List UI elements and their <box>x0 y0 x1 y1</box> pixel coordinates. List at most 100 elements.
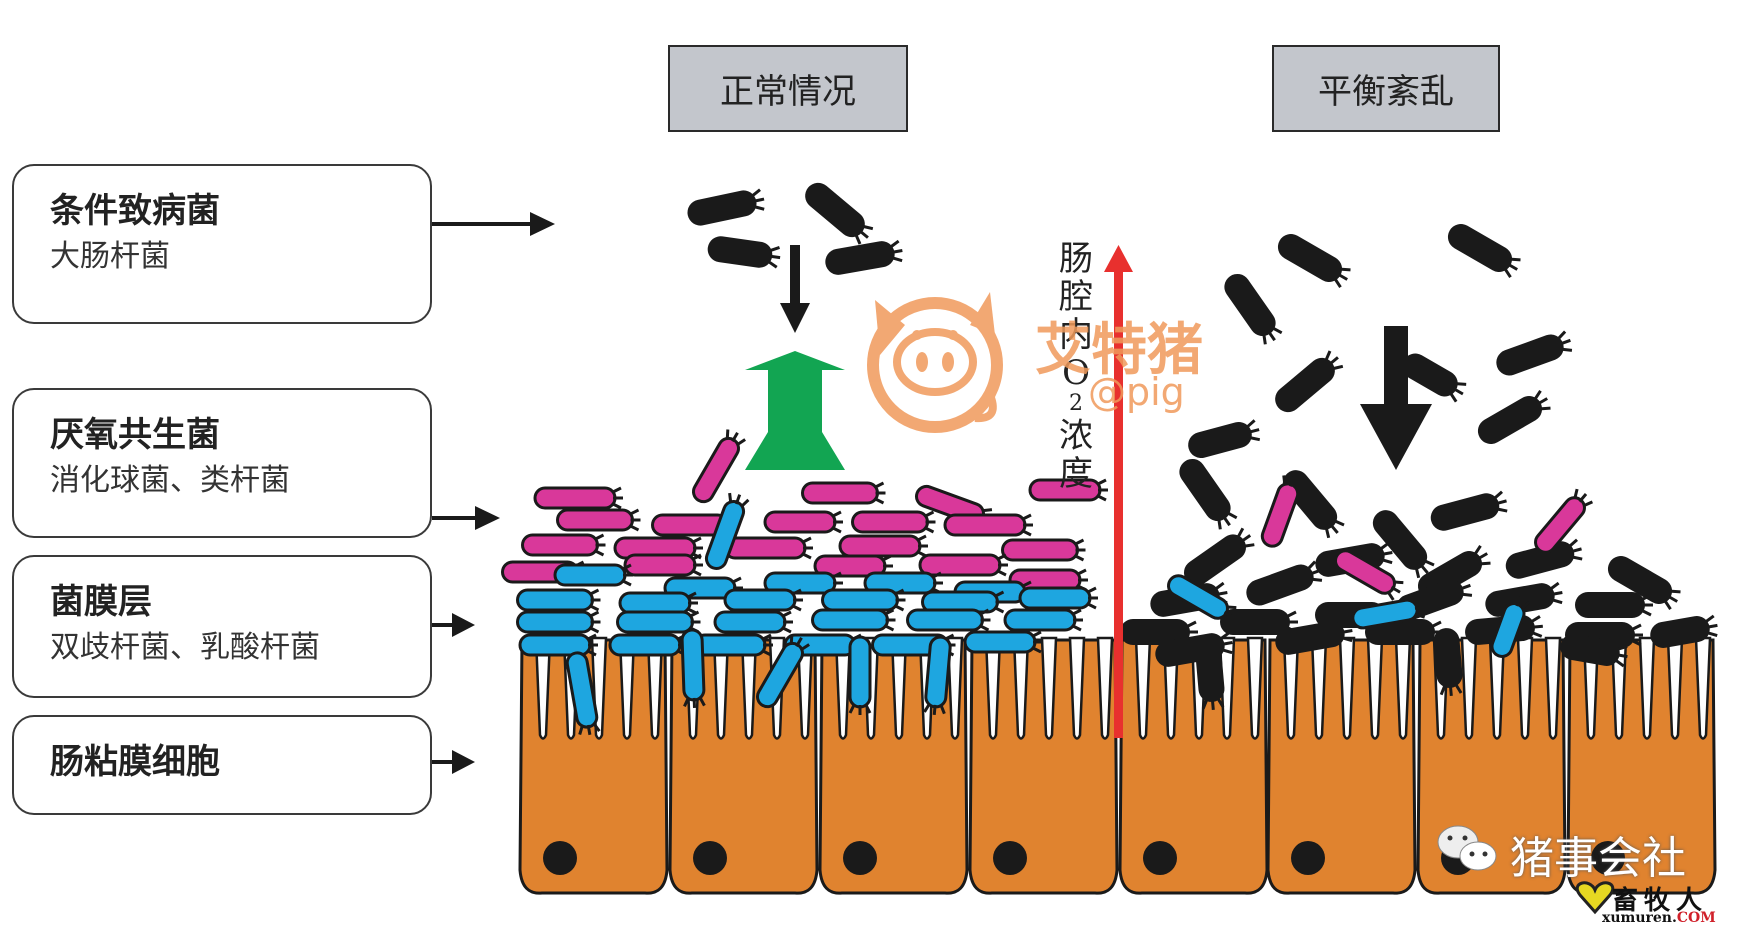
biofilm-rod <box>906 608 991 632</box>
pathogen-rod-flagella <box>1380 541 1393 565</box>
cell-nucleus <box>843 841 877 875</box>
label-arrows <box>432 212 555 774</box>
biofilm-rod-flagella <box>894 588 906 612</box>
anaerobe-rod <box>813 554 893 578</box>
microvillus-gap <box>1012 636 1030 740</box>
pathogen-rod-body <box>1402 353 1458 397</box>
microvillus-gap <box>1218 636 1236 740</box>
anaerobe-rod-flagella <box>612 486 623 510</box>
epithelial-cell <box>1266 636 1417 895</box>
pathogen-rod <box>1179 458 1238 530</box>
microvillus-gap <box>1544 636 1562 740</box>
microvillus-gap <box>1096 636 1114 740</box>
biofilm-rod-flagella <box>923 703 946 715</box>
biofilm-rod-flagella <box>728 492 750 508</box>
site-en-prefix: xumuren. <box>1602 910 1677 926</box>
pathogen-rod <box>1188 419 1261 459</box>
pathogen-rod-body <box>1183 534 1247 586</box>
arrowhead-icon <box>530 212 555 236</box>
biofilm-rod <box>516 610 601 634</box>
anaerobe-rod-body <box>692 436 740 504</box>
anaerobe-rod-flagella <box>874 481 886 505</box>
site-name-en: xumuren.COM <box>1602 910 1716 926</box>
o2-char: 肠 <box>1059 239 1093 279</box>
biofilm-rod-body <box>618 591 692 615</box>
biofilm-rod-flagella <box>848 704 872 715</box>
biofilm-rod-flagella <box>587 633 598 657</box>
biofilm-rod <box>553 563 633 587</box>
pathogen-rod-flagella <box>1531 615 1543 638</box>
microvillus-gap <box>1610 636 1628 740</box>
pathogen-rod <box>1275 350 1344 413</box>
pathogen-rod-flagella <box>1246 419 1261 442</box>
biofilm-rod-body <box>713 610 787 634</box>
arrow-down-icon <box>780 303 810 333</box>
microvillus-gap <box>618 636 636 740</box>
label-subtitle: 双歧杆菌、乳酸杆菌 <box>50 630 320 666</box>
pathogen-rod-flagella <box>855 225 874 245</box>
anaerobe-rod-flagella <box>997 553 1008 577</box>
anaerobe-rod-body <box>763 510 837 534</box>
anaerobe-rod-flagella <box>1097 478 1108 502</box>
pathogen-rod-body <box>1650 616 1710 648</box>
pathogen-rod <box>1575 592 1653 618</box>
microvillus-gap <box>1666 636 1684 740</box>
pathogen-rod-body <box>1607 556 1673 604</box>
header-normal-label: 正常情况 <box>720 72 856 112</box>
biofilm-rod <box>763 571 843 595</box>
biofilm-rod-flagella <box>589 588 601 612</box>
pathogen-group-normal <box>687 182 903 275</box>
biofilm-rod-body <box>924 635 952 709</box>
arrowhead-icon <box>475 506 500 530</box>
microvillus-gap <box>1246 636 1264 740</box>
biofilm-rod <box>680 628 706 709</box>
pathogen-rod-body <box>1430 493 1500 531</box>
pathogen-rod-body <box>1179 458 1231 522</box>
anaerobe-rod <box>918 553 1008 577</box>
anaerobe-rod <box>1534 488 1594 554</box>
microvillus-gap <box>1694 636 1712 740</box>
anaerobe-rod-body <box>521 533 599 557</box>
pathogen-rod-body <box>1496 334 1564 376</box>
pathogen-rod-flagella <box>1325 520 1345 539</box>
anaerobe-rod-flagella <box>1387 580 1404 601</box>
biofilm-rod <box>704 492 750 570</box>
biofilm-rod <box>1018 586 1098 610</box>
anaerobe-rod <box>556 508 641 532</box>
site-en-suffix: COM <box>1676 910 1716 926</box>
anaerobe-rod-flagella <box>802 536 813 560</box>
biofilm-rod-body <box>811 608 889 632</box>
pathogen-rod <box>1246 560 1323 606</box>
biofilm-rod-flagella <box>1072 608 1083 632</box>
header-disturbed-label: 平衡紊乱 <box>1318 72 1454 112</box>
pathogen-rod-body <box>1195 642 1225 702</box>
pathogen-rod <box>1496 330 1573 376</box>
o2-axis-label: 肠 腔 内 O 2 浓 度 <box>1058 240 1094 493</box>
label-box-mucosa: 肠粘膜细胞 <box>12 715 432 815</box>
anaerobe-rod <box>533 486 623 510</box>
anaerobe-rod-body <box>851 510 929 534</box>
anaerobe-rod <box>521 533 606 557</box>
microvillus-gap <box>1282 636 1300 740</box>
biofilm-rod-flagella <box>683 697 706 709</box>
biofilm-rod-flagella <box>1508 594 1530 610</box>
anaerobe-rod <box>801 481 886 505</box>
pathogen-rod-body <box>1246 564 1314 606</box>
microvillus-gap <box>534 636 552 740</box>
anaerobe-rod-body <box>623 553 697 577</box>
pathogen-rod-body <box>1120 619 1190 645</box>
epithelial-cell <box>518 636 669 895</box>
pathogen-rod <box>1433 628 1463 696</box>
anaerobe-rod-body <box>1001 538 1079 562</box>
pathogen-rod-body <box>1560 634 1620 666</box>
anaerobe-rod-flagella <box>1573 488 1594 507</box>
biofilm-rod-body <box>848 635 872 709</box>
pathogen-rod-flagella <box>1449 382 1467 403</box>
pathogen-rod <box>1560 634 1628 668</box>
label-title: 条件致病菌 <box>50 191 220 231</box>
biofilm-rod-flagella <box>589 610 601 634</box>
pathogen-rod-body <box>1575 592 1645 618</box>
anaerobe-rod <box>943 513 1033 537</box>
anaerobe-rod <box>1001 538 1086 562</box>
